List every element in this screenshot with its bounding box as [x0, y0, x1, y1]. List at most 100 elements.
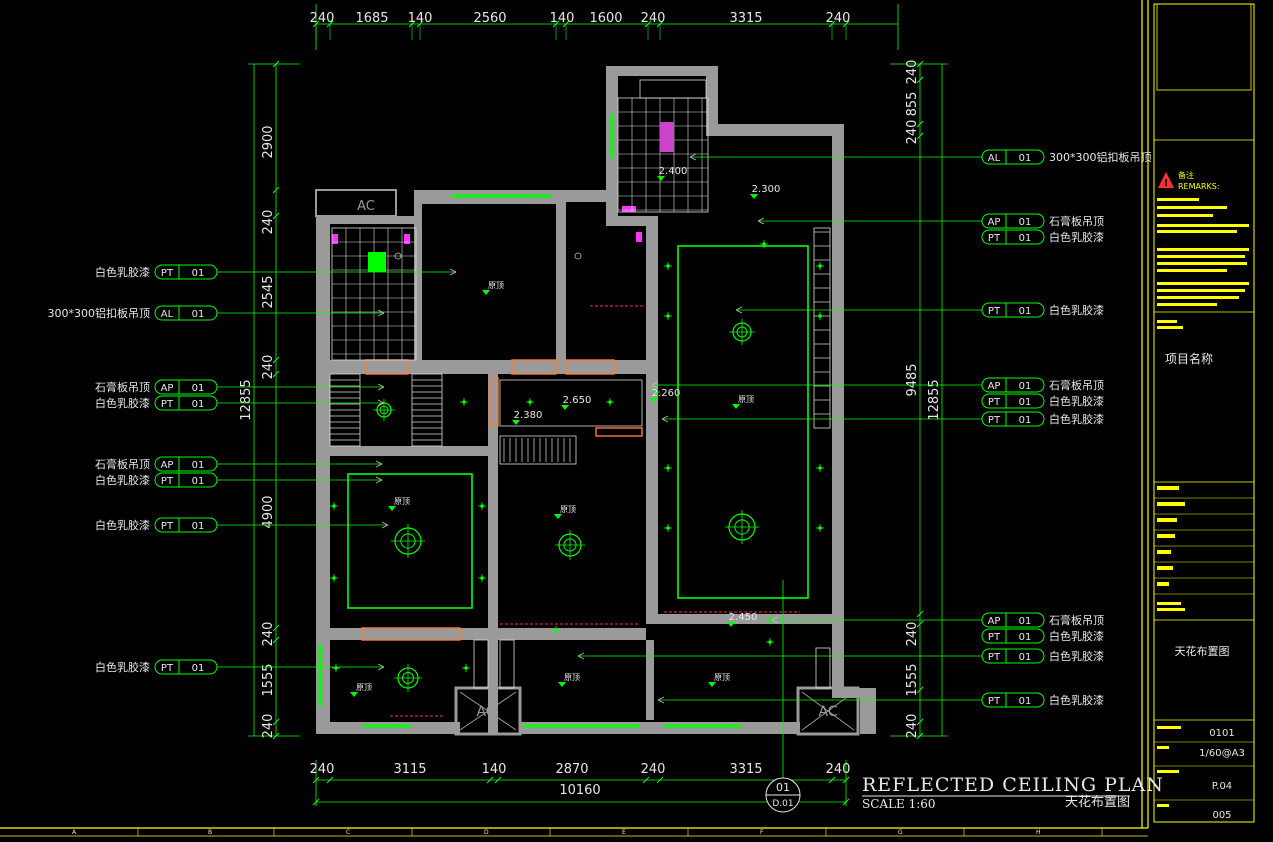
- dimension-bottom: 240: [826, 762, 851, 777]
- material-number: 01: [1019, 652, 1032, 663]
- dimension-left: 240: [261, 210, 276, 235]
- warning-icon: [1158, 172, 1174, 188]
- dimension-left: 4900: [261, 495, 276, 528]
- switch-icon: [394, 252, 582, 260]
- dimension-top: 240: [641, 11, 666, 26]
- dimension-bottom: 2870: [555, 762, 588, 777]
- ceiling-height: 2.380: [514, 410, 543, 421]
- callout-label: 白色乳胶漆: [1049, 303, 1104, 317]
- dimension-right: 9485: [905, 363, 920, 396]
- dimension-left: 240: [261, 622, 276, 647]
- ac-unit-label: AC: [357, 199, 375, 214]
- dimension-right: 240: [905, 714, 920, 739]
- level-marker-icon: [650, 398, 658, 403]
- room-ceiling-tag: 原顶: [738, 395, 754, 404]
- dimension-bottom-total: 10160: [559, 783, 600, 798]
- ceiling-lights: [330, 240, 824, 692]
- ceiling-light-icon: [729, 319, 755, 345]
- section-mark: 01 D.01: [765, 777, 801, 813]
- material-number: 01: [1019, 306, 1032, 317]
- level-marker-icon: [561, 405, 569, 410]
- spot-light-icon: [460, 398, 468, 406]
- dimension-top: 240: [826, 11, 851, 26]
- grid-letter: D: [484, 829, 489, 836]
- callout-label: 白色乳胶漆: [95, 518, 150, 532]
- floor-plan-walls: AC AC AC: [315, 66, 876, 736]
- ceiling-height: 2.400: [659, 166, 688, 177]
- level-marker-icon: [750, 194, 758, 199]
- remarks-notes: [1157, 198, 1249, 807]
- grid-letter: A: [72, 829, 77, 836]
- project-name: 项目名称: [1165, 351, 1213, 366]
- material-number: 01: [1019, 381, 1032, 392]
- level-marker-icon: [482, 290, 490, 295]
- sheet-number: P.04: [1212, 781, 1232, 792]
- callout-label: 白色乳胶漆: [1049, 693, 1104, 707]
- level-marker-icon: [350, 692, 358, 697]
- callout-label: 白色乳胶漆: [1049, 230, 1104, 244]
- grid-letter: F: [760, 829, 764, 836]
- dimension-right: 855: [905, 92, 920, 117]
- material-code: PT: [988, 632, 1001, 643]
- level-marker-icon: [708, 682, 716, 687]
- spot-light-icon: [664, 464, 672, 472]
- remarks-en: REMARKS:: [1178, 182, 1220, 191]
- material-number: 01: [192, 383, 205, 394]
- material-code: AP: [988, 616, 1001, 627]
- room-ceiling-tag: 原顶: [394, 497, 410, 506]
- dimension-top: 1685: [355, 11, 388, 26]
- callout-label: 石膏板吊顶: [1049, 378, 1104, 392]
- dimension-right: 240: [905, 60, 920, 85]
- section-mark-top: 01: [776, 781, 790, 794]
- ceiling-height: 2.300: [752, 184, 781, 195]
- ceiling-light-icon: [555, 530, 585, 560]
- material-code: PT: [161, 268, 174, 279]
- material-code: PT: [988, 415, 1001, 426]
- dimension-top: 240: [310, 11, 335, 26]
- dimension-top: 2560: [473, 11, 506, 26]
- dimension-bottom: 3315: [729, 762, 762, 777]
- material-number: 01: [192, 309, 205, 320]
- callout-label: 石膏板吊顶: [1049, 214, 1104, 228]
- material-number: 01: [1019, 153, 1032, 164]
- ceiling-light-icon: [725, 510, 759, 544]
- room-ceiling-tag: 原顶: [564, 673, 580, 682]
- material-code: AL: [988, 153, 1001, 164]
- dimension-right: 240: [905, 120, 920, 145]
- grid-letter: G: [898, 829, 903, 836]
- remarks-cn: 备注: [1178, 170, 1194, 180]
- callout-label: 白色乳胶漆: [1049, 394, 1104, 408]
- spot-light-icon: [816, 312, 824, 320]
- level-marker-icon: [558, 682, 566, 687]
- dimension-left: 240: [261, 355, 276, 380]
- material-number: 01: [192, 521, 205, 532]
- spot-light-icon: [478, 574, 486, 582]
- material-number: 01: [192, 476, 205, 487]
- material-code: PT: [161, 399, 174, 410]
- room-ceiling-tag: 原顶: [488, 281, 504, 290]
- dimension-bottom: 140: [482, 762, 507, 777]
- material-number: 01: [1019, 696, 1032, 707]
- dimension-top: 140: [550, 11, 575, 26]
- callout-label: 300*300铝扣板吊顶: [1049, 150, 1152, 164]
- material-code: PT: [988, 652, 1001, 663]
- dimension-right-total: 12855: [927, 379, 942, 420]
- room-ceiling-tag: 原顶: [714, 673, 730, 682]
- ceiling-grids: [329, 79, 831, 717]
- dimension-left: 2545: [261, 275, 276, 308]
- dimension-left: 2900: [261, 125, 276, 158]
- spot-light-icon: [652, 388, 660, 396]
- section-mark-bottom: D.01: [772, 799, 793, 809]
- material-code: AP: [988, 381, 1001, 392]
- material-code: PT: [988, 397, 1001, 408]
- material-number: 01: [1019, 217, 1032, 228]
- callout-label: 白色乳胶漆: [1049, 629, 1104, 643]
- spot-light-icon: [330, 574, 338, 582]
- material-code: PT: [161, 663, 174, 674]
